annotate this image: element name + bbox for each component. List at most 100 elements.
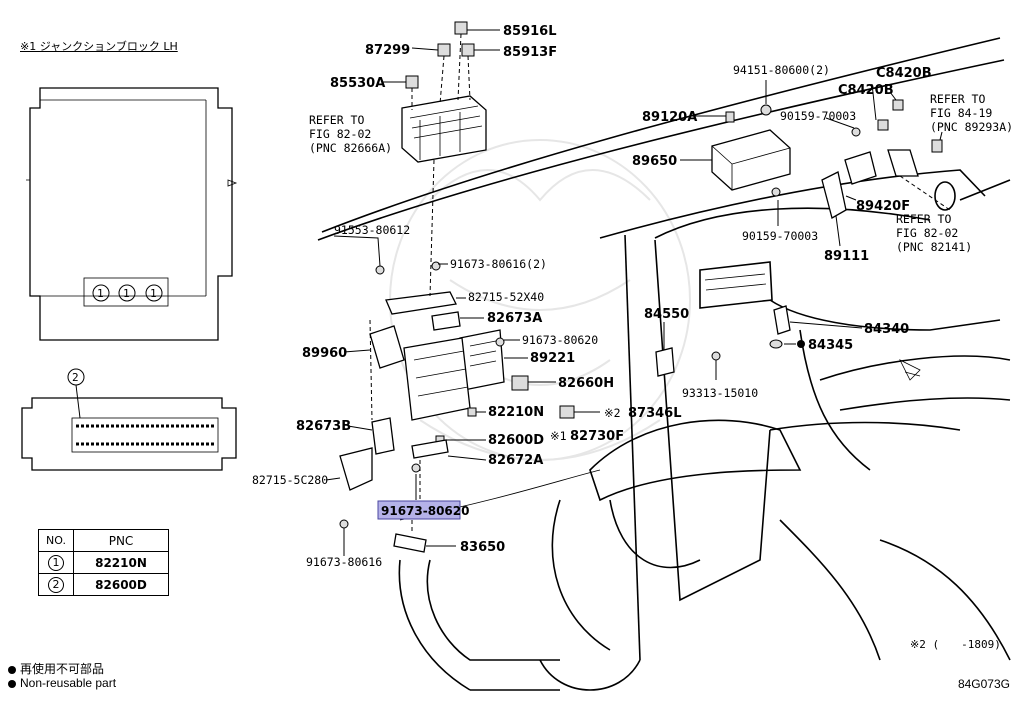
fuse-82210N [467,407,477,417]
header-pnc: PNC [73,529,169,552]
leader-lines [325,29,951,556]
label-90159-b: 90159-70003 [742,229,818,243]
non-reusable-dot-icon [797,340,805,348]
label-82210N: 82210N [488,405,544,420]
label-89111: 89111 [824,249,869,264]
relay-82660H [511,375,529,391]
label-83650: 83650 [460,540,505,555]
label-90159-a: 90159-70003 [780,109,856,123]
sensor-84550 [655,347,675,377]
svg-text:1: 1 [150,287,157,300]
ref-82141-line3: (PNC 82141) [896,240,972,254]
label-C8420B-b: C8420B [838,83,894,98]
label-85913F: 85913F [503,45,557,60]
label-82730F: 82730F [570,429,624,444]
label-93313: 93313-15010 [682,386,758,400]
legend-en: Non-reusable part [8,676,116,690]
label-82715-52X40: 82715-52X40 [468,290,544,304]
junction-block-illustration: 1 1 1 [26,87,238,341]
bracket-82672A [411,439,449,459]
note1-mark: ※1 [550,429,567,443]
label-84345: 84345 [808,338,853,353]
label-84340: 84340 [864,322,909,337]
bracket-82715-5C280 [339,447,373,491]
junction-block-title: ※1 ジャンクションブロック LH [20,40,178,53]
label-89420F: 89420F [856,199,910,214]
instrument-panel-outline [317,37,1011,691]
ref-89293a-line3: (PNC 89293A) [930,120,1013,134]
label-84550: 84550 [644,307,689,322]
note2-footnote: ※2 ( -1809) [910,638,1001,651]
sensor-89111 [821,171,847,219]
bullet-icon [8,679,16,688]
pnc-table: NO. PNC 1 82210N 2 82600D [38,529,169,596]
relay-85913F [461,43,475,57]
highlight-box [377,500,461,520]
label-89120A: 89120A [642,110,697,125]
connector-callout-1-icon: 1 1 1 [92,284,163,302]
svg-text:2: 2 [72,371,79,384]
svg-text:1: 1 [123,287,130,300]
switch-84345 [769,339,783,349]
label-91673-80620-highlighted: 91673-80620 [381,504,469,518]
ref-89293a-line1: REFER TO [930,92,985,106]
label-85530A: 85530A [330,76,385,91]
junction-block-side-view: 2 [21,368,237,471]
relay-87346L [559,405,575,419]
label-82715-5C280: 82715-5C280 [252,473,328,487]
bracket-82673A [431,311,461,331]
ref-82141-line2: FIG 82-02 [896,226,958,240]
label-82660H: 82660H [558,376,614,391]
row-no: 2 [48,576,64,593]
ref-82666a-line3: (PNC 82666A) [309,141,392,155]
figure-code: 84G073G [957,677,1010,691]
bolts [339,127,861,529]
ref-82666a-line1: REFER TO [309,113,364,127]
legend-jp: 再使用不可部品 [8,660,104,677]
bulb-84340 [773,305,791,335]
label-94151: 94151-80600(2) [733,63,830,77]
svg-text:1: 1 [97,287,104,300]
row-pnc: 82210N [73,551,169,574]
label-87346L: 87346L [628,406,682,421]
label-82673A: 82673A [487,311,542,326]
pnc-table-header: NO. PNC [38,529,169,552]
row-pnc: 82600D [73,573,169,596]
bracket-82673B [371,417,395,455]
note2-mark: ※2 [604,406,621,420]
bullet-icon [8,665,16,674]
bracket-c8420b [877,99,919,177]
label-85916L: 85916L [503,24,557,39]
relay-block-82666a [401,95,487,163]
relay-87299 [437,43,451,57]
ecu-89960 [369,325,405,369]
relay-85530A [405,75,419,89]
header-no: NO. [38,529,74,552]
relay-85916L [454,21,468,35]
sensor-89420F [844,151,877,185]
label-C8420B-a: C8420B [876,66,932,81]
label-82672A: 82672A [488,453,543,468]
label-91673-80616: 91673-80616 [306,555,382,569]
connector-89293a [931,139,943,153]
label-91673-80620: 91673-80620 [522,333,598,347]
ref-89293a-line2: FIG 84-19 [930,106,992,120]
connector-83650 [393,533,427,553]
ref-82141-line1: REFER TO [896,212,951,226]
label-89960: 89960 [302,346,347,361]
label-91553: 91553-80612 [334,223,410,237]
row-no: 1 [48,554,64,571]
label-87299: 87299 [365,43,410,58]
clip-94151 [760,104,772,116]
part-labels: 85916L 87299 85913F 85530A REFER TO FIG … [252,24,1013,569]
nut-89120A [725,111,735,123]
ref-82666a-line2: FIG 82-02 [309,127,371,141]
label-82600D: 82600D [488,433,544,448]
label-89221: 89221 [530,351,575,366]
module-89650 [711,129,791,191]
bracket-82715-52x40 [385,291,457,315]
connector-pins [76,424,216,446]
table-row: 2 82600D [38,573,169,596]
